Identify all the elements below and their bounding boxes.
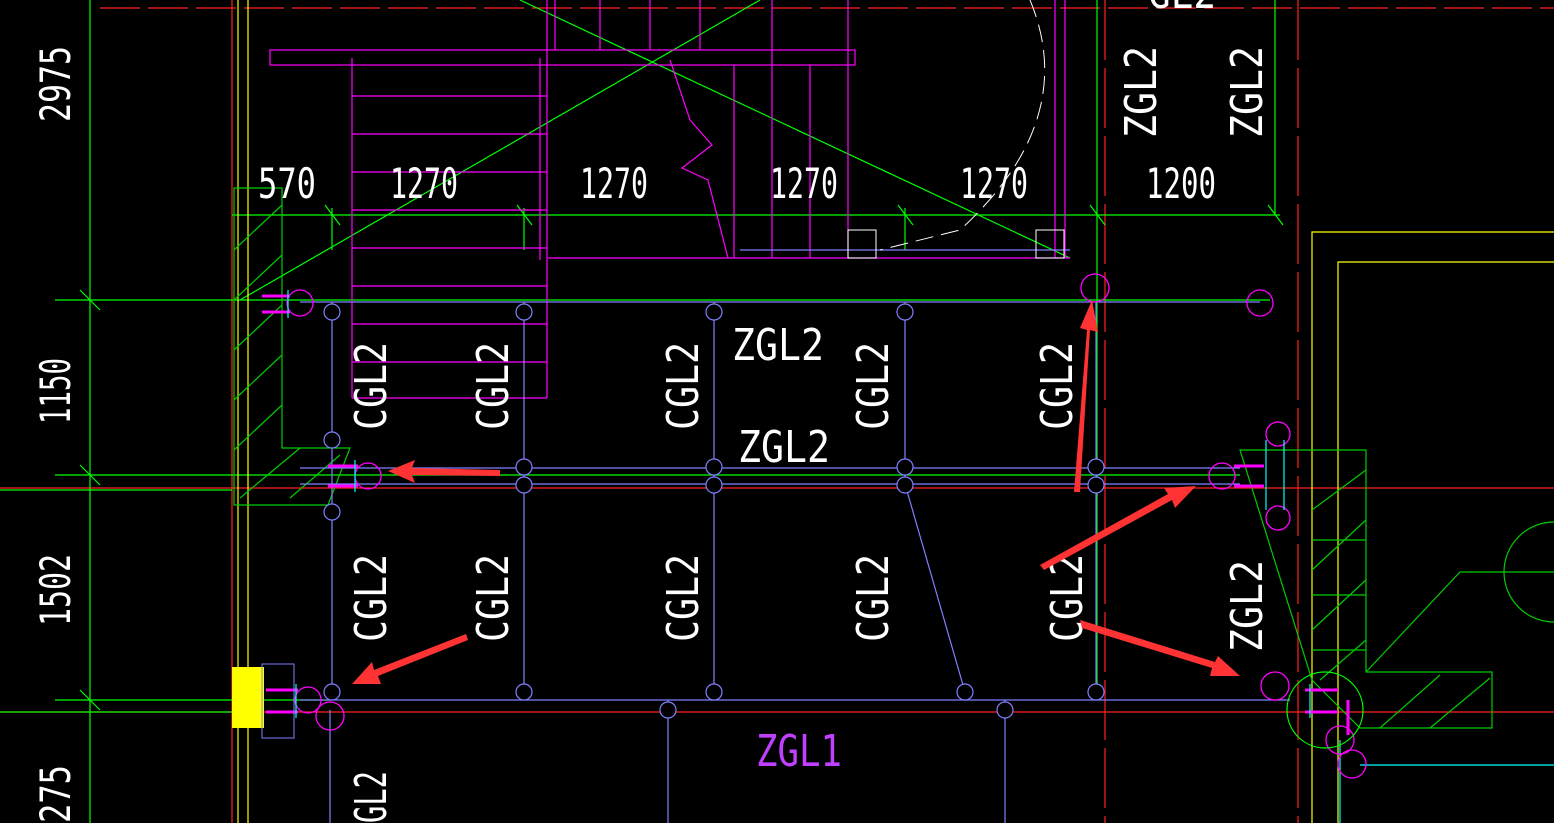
dim-top-6: 1200: [1146, 159, 1216, 208]
yellow-highlight-box[interactable]: [232, 667, 264, 728]
beam-label-zgl2-upper: ZGL2: [732, 320, 824, 371]
stair-posts: [847, 229, 1065, 259]
column-outline: [261, 663, 295, 739]
column-label-lower-4: CGL2: [848, 554, 899, 642]
dim-top-1: 570: [258, 159, 316, 208]
beam-labels: ZGL2 ZGL2 ZGL2 ZGL2 ZGL2 ZGL1 GL2: [732, 0, 1273, 777]
arrow-icon: [388, 460, 500, 483]
dim-top-5: 1270: [960, 159, 1028, 208]
top-dimensions: 570 1270 1270 1270 1270 1200: [258, 159, 1216, 208]
beam-label-top-partial: GL2: [1148, 0, 1216, 19]
column-label-lower-3: CGL2: [658, 554, 709, 642]
beam-label-zgl2-middle: ZGL2: [738, 422, 830, 473]
beam-end-markers: [286, 273, 1367, 779]
column-label-upper-3: CGL2: [658, 342, 709, 430]
column-label-upper-5: CGL2: [1032, 342, 1083, 430]
column-label-upper-4: CGL2: [848, 342, 899, 430]
dim-left-4: 275: [31, 765, 80, 823]
arrow-icon: [1080, 620, 1240, 676]
arrow-icon: [1040, 486, 1196, 570]
column-nodes: [323, 303, 1105, 719]
dim-left-2: 1150: [31, 358, 80, 424]
beam-label-zgl1: ZGL1: [756, 726, 842, 777]
column-grid: [300, 301, 1554, 823]
annotation-arrows: [352, 300, 1240, 684]
connection-bolts: [287, 290, 1311, 718]
column-circle-marker: [1286, 671, 1364, 749]
door-swing-arc: [879, 0, 1046, 251]
column-label-bottom-partial: GL2: [346, 771, 397, 823]
column-label-lower-1: CGL2: [346, 554, 397, 642]
beam-label-zgl2-right-lower: ZGL2: [1222, 560, 1273, 652]
column-label-lower-2: CGL2: [468, 554, 519, 642]
arrow-icon: [1074, 300, 1098, 492]
column-label-upper-1: CGL2: [346, 342, 397, 430]
beam-label-zgl2-top-right-b: ZGL2: [1222, 46, 1273, 138]
beam-label-zgl2-top-right-a: ZGL2: [1116, 46, 1167, 138]
dim-top-2: 1270: [390, 159, 458, 208]
column-labels: CGL2 CGL2 CGL2 CGL2 CGL2 CGL2 CGL2 CGL2 …: [346, 342, 1093, 823]
dim-left-3: 1502: [31, 554, 80, 626]
dim-top-4: 1270: [770, 159, 838, 208]
dim-left-1: 2975: [31, 46, 80, 122]
left-dimensions: 2975 1150 1502 275: [31, 46, 80, 823]
dim-top-3: 1270: [580, 159, 648, 208]
hatched-walls: [233, 187, 1554, 729]
column-label-upper-2: CGL2: [468, 342, 519, 430]
arrow-icon: [352, 634, 468, 684]
stair-outline: [269, 0, 1070, 399]
